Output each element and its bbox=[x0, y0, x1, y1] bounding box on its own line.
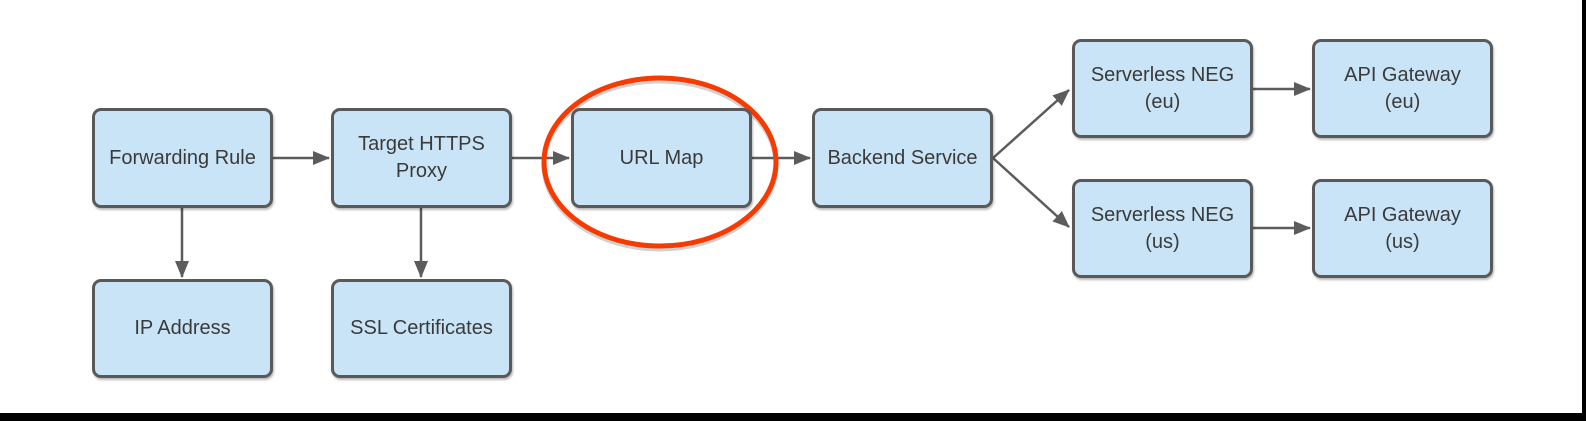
node-target-https-proxy: Target HTTPS Proxy bbox=[331, 108, 512, 208]
node-api-gateway-eu: API Gateway (eu) bbox=[1312, 39, 1493, 138]
edge-backend-service-to-serverless-neg-eu bbox=[992, 89, 1070, 159]
node-backend-service: Backend Service bbox=[812, 108, 993, 208]
highlight-ellipse bbox=[541, 75, 779, 249]
node-api-gateway-us: API Gateway (us) bbox=[1312, 179, 1493, 278]
node-ssl-certificates: SSL Certificates bbox=[331, 279, 512, 378]
node-ip-address: IP Address bbox=[92, 279, 273, 378]
frame-border-bottom bbox=[0, 413, 1586, 421]
node-url-map: URL Map bbox=[571, 108, 752, 208]
frame-border-right bbox=[1582, 0, 1586, 421]
node-serverless-neg-us: Serverless NEG (us) bbox=[1072, 179, 1253, 278]
edge-backend-service-to-serverless-neg-us bbox=[992, 157, 1070, 228]
node-forwarding-rule: Forwarding Rule bbox=[92, 108, 273, 208]
node-serverless-neg-eu: Serverless NEG (eu) bbox=[1072, 39, 1253, 138]
